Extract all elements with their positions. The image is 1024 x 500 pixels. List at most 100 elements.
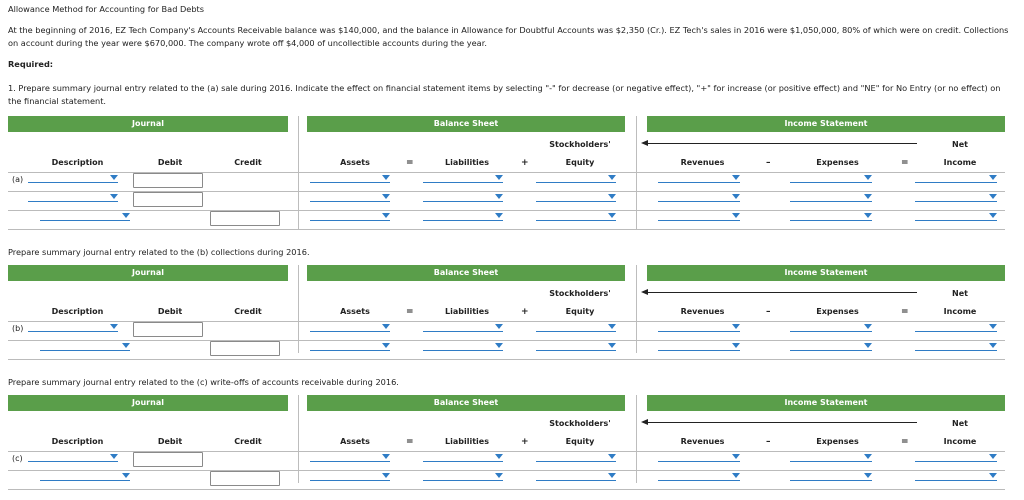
assets-select[interactable] <box>310 473 390 481</box>
revenues-select[interactable] <box>658 324 740 332</box>
description-select[interactable] <box>40 473 130 481</box>
income-statement-header: Income Statement <box>647 265 1005 281</box>
revenues-select[interactable] <box>658 213 740 221</box>
chevron-down-icon <box>382 194 390 199</box>
chevron-down-icon <box>732 324 740 329</box>
column-credit: Credit <box>234 158 262 167</box>
arrow-line <box>647 292 917 293</box>
description-select[interactable] <box>28 324 118 332</box>
required-label: Required: <box>8 59 54 69</box>
chevron-down-icon <box>608 324 616 329</box>
assets-select[interactable] <box>310 194 390 202</box>
credit-input[interactable] <box>210 471 280 486</box>
net-income-select[interactable] <box>915 175 997 183</box>
assets-select[interactable] <box>310 343 390 351</box>
chevron-down-icon <box>608 473 616 478</box>
chevron-down-icon <box>122 343 130 348</box>
row-label-c: (c) <box>12 454 23 463</box>
chevron-down-icon <box>608 454 616 459</box>
chevron-down-icon <box>989 473 997 478</box>
chevron-down-icon <box>495 454 503 459</box>
revenues-select[interactable] <box>658 473 740 481</box>
chevron-down-icon <box>382 473 390 478</box>
assets-select[interactable] <box>310 454 390 462</box>
chevron-down-icon <box>382 324 390 329</box>
debit-input[interactable] <box>133 173 203 188</box>
equity-select[interactable] <box>536 324 616 332</box>
liabilities-select[interactable] <box>423 175 503 183</box>
chevron-down-icon <box>864 175 872 180</box>
divider <box>636 265 637 353</box>
equals-sign: = <box>901 437 909 447</box>
net-income-select[interactable] <box>915 213 997 221</box>
expenses-select[interactable] <box>790 343 872 351</box>
chevron-down-icon <box>732 454 740 459</box>
journal-header: Journal <box>8 265 288 281</box>
equity-select[interactable] <box>536 473 616 481</box>
chevron-down-icon <box>110 454 118 459</box>
chevron-down-icon <box>608 194 616 199</box>
plus-sign: + <box>521 158 529 168</box>
net-income-select[interactable] <box>915 324 997 332</box>
net-income-select[interactable] <box>915 343 997 351</box>
expenses-select[interactable] <box>790 473 872 481</box>
minus-sign: – <box>766 437 771 447</box>
revenues-select[interactable] <box>658 194 740 202</box>
revenues-select[interactable] <box>658 454 740 462</box>
liabilities-select[interactable] <box>423 454 503 462</box>
liabilities-select[interactable] <box>423 324 503 332</box>
liabilities-select[interactable] <box>423 213 503 221</box>
expenses-select[interactable] <box>790 175 872 183</box>
header-rule <box>8 447 1005 452</box>
minus-sign: – <box>766 307 771 317</box>
column-net-bottom: Income <box>943 307 977 316</box>
equity-select[interactable] <box>536 213 616 221</box>
debit-input[interactable] <box>133 322 203 337</box>
prompt-c: Prepare summary journal entry related to… <box>8 377 399 387</box>
equals-sign: = <box>901 307 909 317</box>
row-label-a: (a) <box>12 175 24 184</box>
chevron-down-icon <box>732 343 740 348</box>
liabilities-select[interactable] <box>423 473 503 481</box>
description-select[interactable] <box>28 454 118 462</box>
assets-select[interactable] <box>310 213 390 221</box>
row-rule <box>8 225 1005 230</box>
debit-input[interactable] <box>133 452 203 467</box>
journal-header: Journal <box>8 116 288 132</box>
chevron-down-icon <box>608 175 616 180</box>
net-income-select[interactable] <box>915 194 997 202</box>
equity-select[interactable] <box>536 175 616 183</box>
column-stockholders-bottom: Equity <box>565 437 595 446</box>
expenses-select[interactable] <box>790 324 872 332</box>
net-income-select[interactable] <box>915 454 997 462</box>
equity-select[interactable] <box>536 343 616 351</box>
chevron-down-icon <box>989 213 997 218</box>
credit-input[interactable] <box>210 211 280 226</box>
chevron-down-icon <box>495 194 503 199</box>
liabilities-select[interactable] <box>423 194 503 202</box>
description-select[interactable] <box>28 194 118 202</box>
equity-select[interactable] <box>536 454 616 462</box>
description-select[interactable] <box>40 213 130 221</box>
debit-input[interactable] <box>133 192 203 207</box>
assets-select[interactable] <box>310 175 390 183</box>
revenues-select[interactable] <box>658 175 740 183</box>
liabilities-select[interactable] <box>423 343 503 351</box>
expenses-select[interactable] <box>790 194 872 202</box>
description-select[interactable] <box>28 175 118 183</box>
row-label-b: (b) <box>12 324 24 333</box>
equity-select[interactable] <box>536 194 616 202</box>
credit-input[interactable] <box>210 341 280 356</box>
description-select[interactable] <box>40 343 130 351</box>
net-income-select[interactable] <box>915 473 997 481</box>
expenses-select[interactable] <box>790 454 872 462</box>
balance-sheet-header: Balance Sheet <box>307 395 625 411</box>
revenues-select[interactable] <box>658 343 740 351</box>
expenses-select[interactable] <box>790 213 872 221</box>
column-revenues: Revenues <box>680 307 725 316</box>
chevron-down-icon <box>495 213 503 218</box>
chevron-down-icon <box>989 194 997 199</box>
arrow-line <box>647 143 917 144</box>
assets-select[interactable] <box>310 324 390 332</box>
divider <box>298 395 299 483</box>
